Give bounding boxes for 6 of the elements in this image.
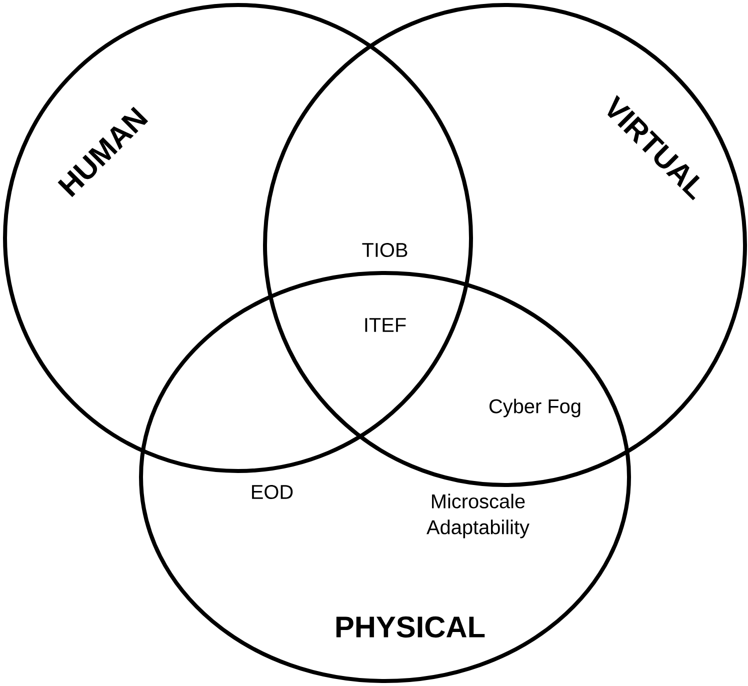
region-label: Microscale Adaptability [426, 494, 530, 538]
region-label: TIOB [362, 242, 408, 258]
region-label: ITEF [365, 318, 406, 332]
circle-heading: PHYSICAL [336, 616, 485, 638]
region-label: Cyber Fog [490, 398, 580, 418]
region-label: EOD [252, 484, 293, 500]
